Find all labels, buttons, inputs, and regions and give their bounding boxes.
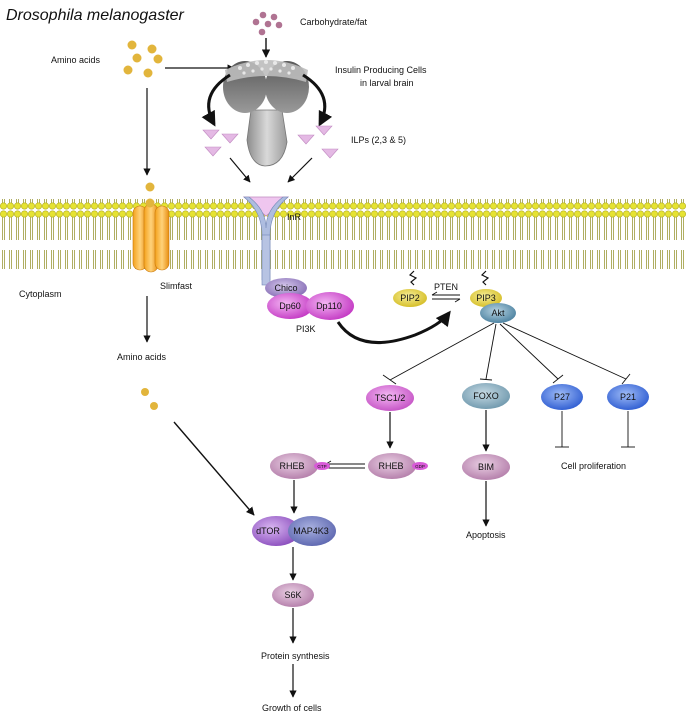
p27-node: P27 bbox=[541, 384, 583, 410]
akt-node: Akt bbox=[480, 303, 516, 323]
map4k3-label: MAP4K3 bbox=[293, 526, 329, 536]
svg-text:BIM: BIM bbox=[478, 462, 494, 472]
p-inhibition-lines bbox=[555, 411, 635, 448]
ipc-label-line2: in larval brain bbox=[360, 78, 414, 88]
ilp-triangles bbox=[202, 125, 339, 159]
slimfast-transporter bbox=[132, 203, 170, 273]
larval-brain bbox=[223, 60, 309, 167]
dp60-label: Dp60 bbox=[279, 301, 301, 311]
amino-acids-top-label: Amino acids bbox=[51, 55, 101, 65]
ilp-left-arrow bbox=[229, 157, 251, 183]
carbohydrate-label: Carbohydrate/fat bbox=[300, 17, 368, 27]
svg-text:RHEB: RHEB bbox=[279, 461, 304, 471]
cytoplasm-label: Cytoplasm bbox=[19, 289, 62, 299]
cell-proliferation-label: Cell proliferation bbox=[561, 461, 626, 471]
svg-text:PIP3: PIP3 bbox=[476, 293, 496, 303]
svg-text:P21: P21 bbox=[620, 392, 636, 402]
svg-text:S6K: S6K bbox=[284, 590, 301, 600]
insulin-receptor bbox=[242, 196, 290, 286]
pip3-node: PIP3 bbox=[470, 270, 502, 307]
carbohydrate-cluster bbox=[252, 11, 283, 36]
figure-title: Drosophila melanogaster bbox=[6, 7, 185, 24]
pten-equilibrium-arrows bbox=[431, 291, 461, 303]
amino-acids-mid-label: Amino acids bbox=[117, 352, 167, 362]
amino-to-dtor-arrow bbox=[173, 421, 255, 516]
svg-text:Chico: Chico bbox=[274, 283, 297, 293]
tsc-node: TSC1/2 bbox=[366, 385, 414, 411]
rheb-gdp-node: RHEB GDP bbox=[368, 453, 428, 479]
svg-text:Akt: Akt bbox=[491, 308, 505, 318]
apoptosis-label: Apoptosis bbox=[466, 530, 506, 540]
ilps-label: ILPs (2,3 & 5) bbox=[351, 135, 406, 145]
svg-text:PIP2: PIP2 bbox=[400, 293, 420, 303]
gdp-label: GDP bbox=[415, 464, 425, 469]
inr-label: InR bbox=[287, 212, 302, 222]
pi3k-to-pip3-arrow bbox=[336, 310, 451, 345]
akt-inhibition-lines bbox=[382, 322, 631, 385]
svg-text:FOXO: FOXO bbox=[473, 391, 499, 401]
brain-right-curve-arrow bbox=[302, 73, 333, 127]
dtor-label: dTOR bbox=[256, 526, 280, 536]
growth-label: Growth of cells bbox=[262, 703, 322, 713]
s6k-node: S6K bbox=[272, 583, 314, 607]
protein-synthesis-label: Protein synthesis bbox=[261, 651, 330, 661]
cell-membrane bbox=[0, 199, 686, 269]
rheb-exchange-arrows bbox=[325, 460, 365, 469]
amino-acid-dots-cytoplasm bbox=[141, 388, 158, 410]
ipc-label-line1: Insulin Producing Cells bbox=[335, 65, 427, 75]
dtor-map4k3-complex: dTOR MAP4K3 bbox=[252, 516, 336, 546]
pten-label: PTEN bbox=[434, 282, 458, 292]
slimfast-label: Slimfast bbox=[160, 281, 193, 291]
foxo-node: FOXO bbox=[462, 383, 510, 409]
rheb-gtp-node: RHEB GTP bbox=[270, 453, 330, 479]
svg-text:P27: P27 bbox=[554, 392, 570, 402]
p21-node: P21 bbox=[607, 384, 649, 410]
dp110-label: Dp110 bbox=[316, 301, 342, 311]
pi3k-complex: Dp60 Dp110 bbox=[267, 292, 354, 320]
svg-text:TSC1/2: TSC1/2 bbox=[375, 393, 406, 403]
bim-node: BIM bbox=[462, 454, 510, 480]
svg-text:RHEB: RHEB bbox=[378, 461, 403, 471]
pi3k-label: PI3K bbox=[296, 324, 316, 334]
amino-acid-cluster-top bbox=[123, 40, 163, 78]
ilp-right-arrow bbox=[287, 157, 313, 183]
chico-node: Chico bbox=[265, 278, 307, 298]
pip2-node: PIP2 bbox=[393, 270, 427, 307]
brain-left-curve-arrow bbox=[201, 73, 231, 127]
gtp-label: GTP bbox=[317, 464, 326, 469]
amino-acid-dots-transport bbox=[145, 182, 155, 208]
